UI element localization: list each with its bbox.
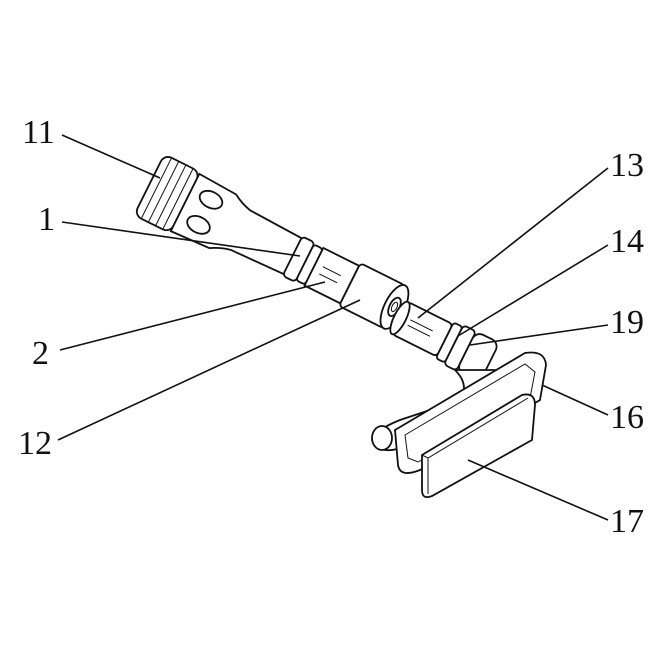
label-16: 16 (610, 399, 644, 436)
label-2: 2 (32, 335, 49, 372)
label-17: 17 (610, 503, 644, 540)
left-connector (135, 156, 410, 330)
label-13: 13 (610, 147, 644, 184)
right-connector (371, 300, 547, 499)
label-1: 1 (38, 201, 55, 238)
bracket-16 (394, 351, 547, 474)
leader-lines (57, 134, 609, 521)
plate-17 (421, 393, 536, 499)
label-19: 19 (610, 304, 644, 341)
label-12: 12 (18, 425, 52, 462)
locking-nut (135, 156, 199, 232)
label-11: 11 (22, 114, 55, 151)
label-14: 14 (610, 223, 644, 260)
